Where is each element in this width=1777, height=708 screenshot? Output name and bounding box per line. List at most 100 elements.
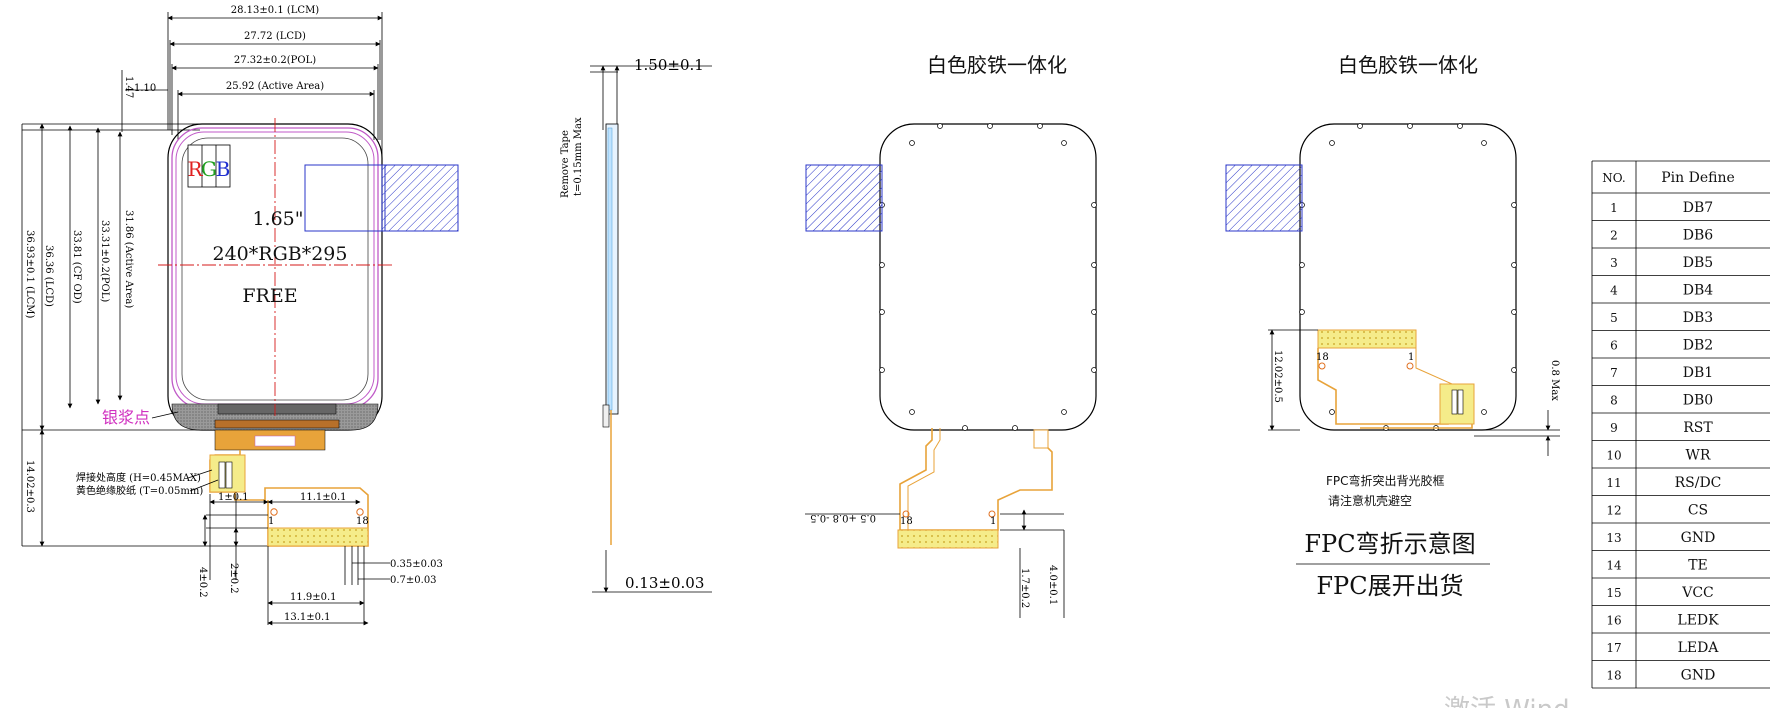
pin-define: DB4 xyxy=(1683,282,1714,298)
weld-note: 焊接处高度 (H=0.45MAX) xyxy=(76,471,201,484)
pin-number: 2 xyxy=(1610,228,1618,242)
pin-define: DB3 xyxy=(1683,310,1713,326)
pin-define: LEDK xyxy=(1677,612,1719,628)
pin-number: 12 xyxy=(1606,503,1621,517)
view4-title: 白色胶铁一体化 xyxy=(1338,53,1478,77)
dim-2: 2±0.2 xyxy=(228,563,239,594)
pin-number: 16 xyxy=(1606,613,1621,627)
pin-number: 14 xyxy=(1606,558,1622,572)
free-label: FREE xyxy=(242,285,297,307)
view-4: 白色胶铁一体化 18 1 12.02±0.5 0.8 Max FPC弯 xyxy=(1225,53,1560,600)
caption-unfold: FPC展开出货 xyxy=(1316,572,1463,600)
view4-holes xyxy=(1299,123,1517,431)
dim-fpc-height: 14.02±0.3 xyxy=(24,460,35,513)
view-3: 白色胶铁一体化 18 1 0.5 +0.8 -0.5 4.0±0.1 1.7±0… xyxy=(805,53,1097,618)
pin-define: GND xyxy=(1681,530,1716,546)
side-tape-note-2: t=0.15mm Max xyxy=(573,117,584,196)
pin-number: 7 xyxy=(1610,366,1618,380)
view3-dim-05: 0.5 +0.8 -0.5 xyxy=(810,512,876,523)
pin-number: 6 xyxy=(1610,338,1618,352)
pin-row: 8 DB0 xyxy=(1610,392,1713,408)
side-tape-note-1: Remove Tape xyxy=(560,130,571,198)
view3-dim-4: 4.0±0.1 xyxy=(1047,565,1058,605)
pin-define: VCC xyxy=(1681,585,1714,601)
pin-row: 17 LEDA xyxy=(1606,640,1719,656)
dim-lcd-height: 36.36 (LCD) xyxy=(43,245,54,307)
dim-035: 0.35±0.03 xyxy=(390,559,443,570)
pin-number: 9 xyxy=(1610,421,1618,435)
pin-row: 15 VCC xyxy=(1606,585,1713,601)
pin-row: 16 LEDK xyxy=(1606,612,1719,628)
silver-point-label: 银浆点 xyxy=(102,408,150,427)
dim-pol-width: 27.32±0.2(POL) xyxy=(234,55,316,66)
pin-row: 7 DB1 xyxy=(1610,365,1713,381)
pin-number: 15 xyxy=(1606,586,1621,600)
view3-title: 白色胶铁一体化 xyxy=(927,53,1067,77)
view4-dim-08: 0.8 Max xyxy=(1549,360,1560,401)
caption-fold: FPC弯折示意图 xyxy=(1304,530,1475,558)
pin-define: DB1 xyxy=(1683,365,1713,381)
view3-dim-17: 1.7±0.2 xyxy=(1019,568,1030,608)
pin-row: 1 DB7 xyxy=(1610,200,1713,216)
pin-number: 4 xyxy=(1610,283,1618,297)
pin-number: 8 xyxy=(1610,393,1618,407)
dim-pol-height: 33.31±0.2(POL) xyxy=(99,220,110,302)
pin-number: 17 xyxy=(1606,641,1621,655)
pin-number: 1 xyxy=(1610,201,1618,215)
rgb-r: R xyxy=(187,157,203,181)
rgb-g: G xyxy=(201,157,217,181)
front-view: 28.13±0.1 (LCM) 27.72 (LCD) 27.32±0.2(PO… xyxy=(21,5,459,626)
pin-define: DB6 xyxy=(1683,227,1714,243)
dim-active-width: 25.92 (Active Area) xyxy=(226,81,324,92)
resolution-label: 240*RGB*295 xyxy=(213,243,348,265)
dim-4: 4±0.2 xyxy=(197,567,208,598)
view3-holes xyxy=(879,123,1097,431)
pin-number: 3 xyxy=(1610,256,1618,270)
view4-note-2: 请注意机壳避空 xyxy=(1328,493,1412,508)
pin-define: TE xyxy=(1688,557,1708,573)
pin-define: DB2 xyxy=(1683,337,1713,353)
dim-cf-height: 33.81 (CF OD) xyxy=(71,230,82,304)
dim-1: 1±0.1 xyxy=(218,492,249,503)
dim-119: 11.9±0.1 xyxy=(290,592,337,603)
side-fpc-thickness: 0.13±0.03 xyxy=(625,574,704,592)
dim-lcd-width: 27.72 (LCD) xyxy=(244,31,306,42)
dim-lcm-width: 28.13±0.1 (LCM) xyxy=(231,5,320,16)
pin-define: GND xyxy=(1681,667,1716,683)
view4-note-1: FPC弯折突出背光胶框 xyxy=(1326,473,1445,488)
side-view: 1.50±0.1 Remove Tape t=0.15mm Max 0.13±0… xyxy=(560,56,712,593)
dim-small-vert: 1.47 xyxy=(123,76,134,98)
size-label: 1.65" xyxy=(252,208,303,230)
watermark: 激活 Wind xyxy=(1444,695,1570,708)
pin-row: 6 DB2 xyxy=(1610,337,1713,353)
pin-header-no: NO. xyxy=(1602,171,1625,185)
dim-active-height: 31.86 (Active Area) xyxy=(123,210,134,308)
pin-define: RS/DC xyxy=(1675,475,1722,491)
dim-07: 0.7±0.03 xyxy=(390,575,437,586)
pin-row: 4 DB4 xyxy=(1610,282,1713,298)
pin-define: DB7 xyxy=(1683,200,1713,216)
pin-define: LEDA xyxy=(1678,640,1720,656)
tape-note: 黄色绝缘胶纸 (T=0.05mm) xyxy=(76,484,203,497)
view3-pin-18: 18 xyxy=(900,516,913,527)
pin-define: RST xyxy=(1683,420,1713,436)
pin-define: WR xyxy=(1686,447,1711,463)
pin-row: 14 TE xyxy=(1606,557,1707,573)
side-thickness: 1.50±0.1 xyxy=(634,56,704,74)
pin-row: 9 RST xyxy=(1610,420,1713,436)
fpc-pin-18: 18 xyxy=(356,516,369,527)
fpc-pin-1: 1 xyxy=(268,516,274,527)
rgb-b: B xyxy=(216,157,231,181)
pin-number: 11 xyxy=(1606,476,1621,490)
pin-define: DB0 xyxy=(1683,392,1713,408)
dim-lcm-height: 36.93±0.1 (LCM) xyxy=(24,230,35,319)
dim-131: 13.1±0.1 xyxy=(284,612,331,623)
